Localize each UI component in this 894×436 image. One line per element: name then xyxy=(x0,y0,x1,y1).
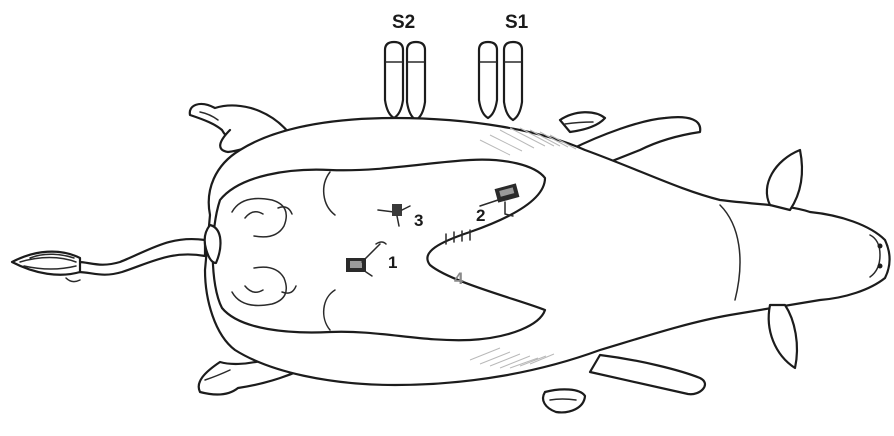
claw-pair-s1 xyxy=(479,42,522,120)
label-s2: S2 xyxy=(392,12,415,33)
tail xyxy=(12,239,205,282)
claw-pair-s2 xyxy=(385,42,425,120)
label-port-2: 2 xyxy=(476,206,485,225)
label-port-1: 1 xyxy=(388,253,397,272)
front-leg-lower xyxy=(543,355,705,412)
label-s1: S1 xyxy=(505,12,529,33)
label-port-3: 3 xyxy=(414,211,423,230)
label-port-4: 4 xyxy=(454,269,464,288)
